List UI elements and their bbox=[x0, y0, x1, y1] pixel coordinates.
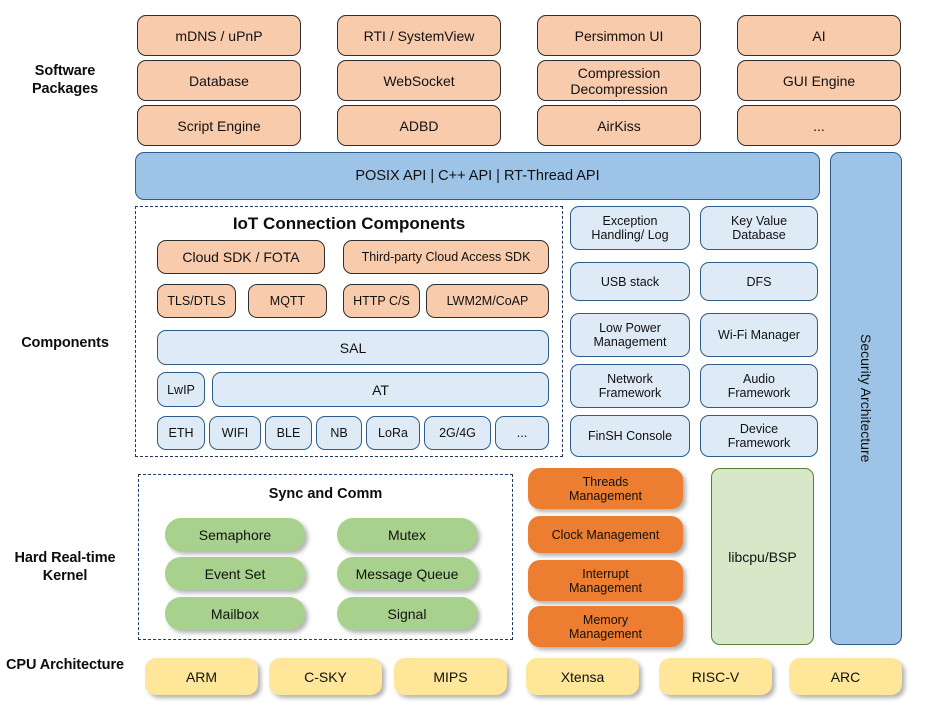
cpu-arch-box[interactable]: ARC bbox=[789, 658, 902, 695]
cpu-arch-box[interactable]: ARM bbox=[145, 658, 258, 695]
iot-cloud-box[interactable]: Third-party Cloud Access SDK bbox=[343, 240, 549, 274]
component-box[interactable]: Key Value Database bbox=[700, 206, 818, 250]
component-box[interactable]: Audio Framework bbox=[700, 364, 818, 408]
iot-link-box[interactable]: NB bbox=[316, 416, 362, 450]
cpu-arch-box[interactable]: RISC-V bbox=[659, 658, 772, 695]
sync-box[interactable]: Semaphore bbox=[165, 518, 305, 551]
component-box[interactable]: FinSH Console bbox=[570, 415, 690, 457]
iot-at-box[interactable]: AT bbox=[212, 372, 549, 407]
kernel-management-box[interactable]: Threads Management bbox=[528, 468, 683, 509]
iot-link-box[interactable]: ... bbox=[495, 416, 549, 450]
cpu-arch-box[interactable]: C-SKY bbox=[269, 658, 382, 695]
iot-link-box[interactable]: 2G/4G bbox=[424, 416, 491, 450]
security-architecture-label: Security Architecture bbox=[858, 334, 874, 463]
package-box[interactable]: WebSocket bbox=[337, 60, 501, 101]
sync-box[interactable]: Signal bbox=[337, 597, 477, 630]
package-box[interactable]: Script Engine bbox=[137, 105, 301, 146]
package-box[interactable]: Compression Decompression bbox=[537, 60, 701, 101]
package-box[interactable]: RTI / SystemView bbox=[337, 15, 501, 56]
kernel-management-box[interactable]: Memory Management bbox=[528, 606, 683, 647]
package-box[interactable]: Database bbox=[137, 60, 301, 101]
package-box[interactable]: mDNS / uPnP bbox=[137, 15, 301, 56]
iot-protocol-box[interactable]: HTTP C/S bbox=[343, 284, 420, 318]
iot-cloud-box[interactable]: Cloud SDK / FOTA bbox=[157, 240, 325, 274]
package-box[interactable]: Persimmon UI bbox=[537, 15, 701, 56]
package-box[interactable]: ... bbox=[737, 105, 901, 146]
component-box[interactable]: DFS bbox=[700, 262, 818, 301]
component-box[interactable]: Network Framework bbox=[570, 364, 690, 408]
security-architecture-column[interactable]: Security Architecture bbox=[830, 152, 902, 645]
iot-sal-box[interactable]: SAL bbox=[157, 330, 549, 365]
row-label-components: Components bbox=[21, 335, 109, 351]
component-box[interactable]: USB stack bbox=[570, 262, 690, 301]
sync-and-comm-group bbox=[138, 474, 513, 640]
cpu-arch-box[interactable]: MIPS bbox=[394, 658, 507, 695]
package-box[interactable]: GUI Engine bbox=[737, 60, 901, 101]
kernel-management-box[interactable]: Interrupt Management bbox=[528, 560, 683, 601]
sync-group-title: Sync and Comm bbox=[268, 486, 383, 502]
component-box[interactable]: Wi-Fi Manager bbox=[700, 313, 818, 357]
iot-protocol-box[interactable]: LWM2M/CoAP bbox=[426, 284, 549, 318]
package-box[interactable]: AirKiss bbox=[537, 105, 701, 146]
row-label-software-packages: Software Packages bbox=[31, 63, 99, 97]
package-box[interactable]: AI bbox=[737, 15, 901, 56]
iot-group-title: IoT Connection Components bbox=[232, 214, 466, 233]
component-box[interactable]: Exception Handling/ Log bbox=[570, 206, 690, 250]
libcpu-bsp-box[interactable]: libcpu/BSP bbox=[711, 468, 814, 645]
package-box[interactable]: ADBD bbox=[337, 105, 501, 146]
api-bar[interactable]: POSIX API | C++ API | RT-Thread API bbox=[135, 152, 820, 200]
sync-box[interactable]: Mailbox bbox=[165, 597, 305, 630]
iot-link-box[interactable]: WIFI bbox=[209, 416, 261, 450]
component-box[interactable]: Device Framework bbox=[700, 415, 818, 457]
kernel-management-box[interactable]: Clock Management bbox=[528, 516, 683, 553]
iot-protocol-box[interactable]: TLS/DTLS bbox=[157, 284, 236, 318]
sync-box[interactable]: Mutex bbox=[337, 518, 477, 551]
iot-protocol-box[interactable]: MQTT bbox=[248, 284, 327, 318]
cpu-arch-box[interactable]: Xtensa bbox=[526, 658, 639, 695]
row-label-kernel: Hard Real-time Kernel bbox=[14, 550, 116, 584]
row-label-cpu-architecture: CPU Architecture bbox=[6, 657, 124, 673]
iot-connection-group bbox=[135, 206, 563, 457]
component-box[interactable]: Low Power Management bbox=[570, 313, 690, 357]
iot-link-box[interactable]: ETH bbox=[157, 416, 205, 450]
iot-link-box[interactable]: BLE bbox=[265, 416, 312, 450]
iot-link-box[interactable]: LoRa bbox=[366, 416, 420, 450]
iot-lwip-box[interactable]: LwIP bbox=[157, 372, 205, 407]
sync-box[interactable]: Event Set bbox=[165, 557, 305, 590]
sync-box[interactable]: Message Queue bbox=[337, 557, 477, 590]
